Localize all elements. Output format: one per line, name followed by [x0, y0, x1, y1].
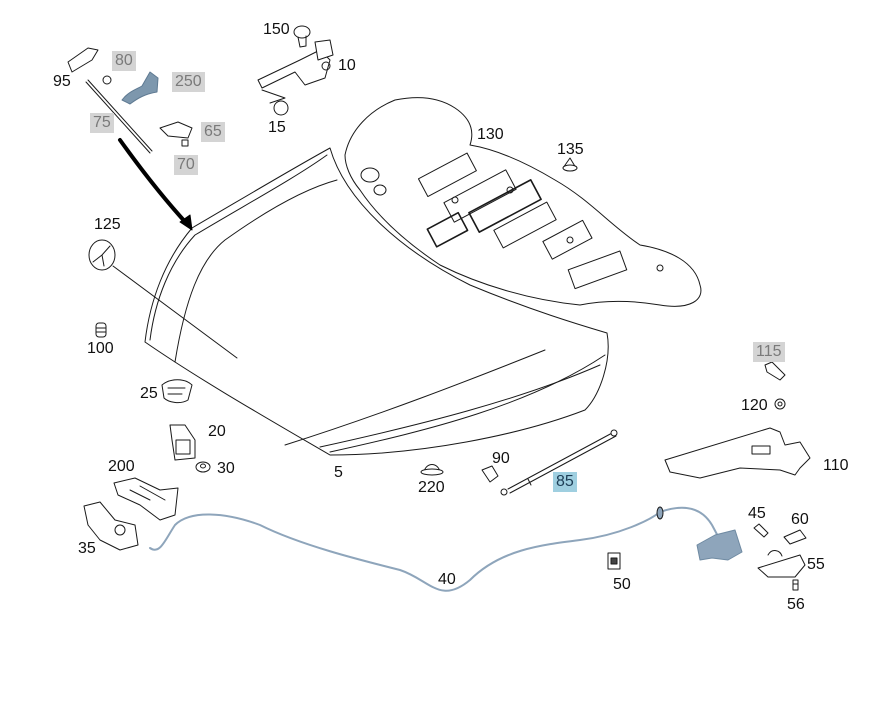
release-cable-part[interactable] — [149, 506, 743, 592]
buffer-100-part[interactable] — [95, 322, 107, 338]
hood-hinge-part[interactable] — [257, 25, 334, 116]
callout-56[interactable]: 56 — [787, 596, 805, 613]
insulation-mat-part[interactable] — [344, 97, 702, 307]
callout-115[interactable]: 115 — [753, 342, 785, 362]
bolt-115-part[interactable] — [764, 361, 786, 381]
clip-60-part[interactable] — [783, 529, 807, 545]
clip-50-part[interactable] — [607, 552, 621, 570]
callout-70[interactable]: 70 — [174, 155, 198, 175]
callout-110[interactable]: 110 — [823, 457, 849, 474]
screw-45-part[interactable] — [753, 523, 769, 538]
callout-95[interactable]: 95 — [53, 73, 71, 90]
screw-56-part[interactable] — [792, 579, 799, 591]
callout-200[interactable]: 200 — [108, 458, 135, 475]
star-emblem-part[interactable] — [88, 239, 116, 271]
callout-75[interactable]: 75 — [90, 113, 114, 133]
rubber-buffer-part[interactable] — [420, 464, 444, 476]
callout-125[interactable]: 125 — [94, 216, 121, 233]
callout-250[interactable]: 250 — [172, 72, 205, 92]
callout-5[interactable]: 5 — [334, 464, 343, 481]
engine-hood-part[interactable] — [112, 147, 609, 456]
callout-60[interactable]: 60 — [791, 511, 809, 528]
callout-35[interactable]: 35 — [78, 540, 96, 557]
callout-100[interactable]: 100 — [87, 340, 114, 357]
callout-150[interactable]: 150 — [263, 21, 290, 38]
nut-120-part[interactable] — [774, 398, 786, 410]
callout-40[interactable]: 40 — [438, 571, 456, 588]
lock-cover-part[interactable] — [161, 379, 193, 404]
nut-30-part[interactable] — [195, 461, 211, 473]
hood-lock-part[interactable] — [83, 501, 139, 551]
callout-55[interactable]: 55 — [807, 556, 825, 573]
callout-135[interactable]: 135 — [557, 141, 584, 158]
callout-80[interactable]: 80 — [112, 51, 136, 71]
clip-135-part[interactable] — [562, 157, 578, 172]
callout-130[interactable]: 130 — [477, 126, 504, 143]
callout-65[interactable]: 65 — [201, 122, 225, 142]
callout-45[interactable]: 45 — [748, 505, 766, 522]
ball-stud-part[interactable] — [481, 465, 499, 483]
lock-actuator-part[interactable] — [113, 477, 179, 521]
callout-90[interactable]: 90 — [492, 450, 510, 467]
callout-25[interactable]: 25 — [140, 385, 158, 402]
release-handle-assembly[interactable] — [67, 47, 193, 154]
callout-20[interactable]: 20 — [208, 423, 226, 440]
callout-50[interactable]: 50 — [613, 576, 631, 593]
callout-85[interactable]: 85 — [553, 472, 577, 492]
assembly-arrow-icon — [118, 138, 193, 231]
bracket-20-part[interactable] — [169, 424, 196, 461]
bracket-110-part[interactable] — [664, 427, 811, 479]
callout-30[interactable]: 30 — [217, 460, 235, 477]
callout-120[interactable]: 120 — [741, 397, 768, 414]
gas-strut-part[interactable] — [500, 429, 618, 496]
callout-220[interactable]: 220 — [418, 479, 445, 496]
release-handle-55-part[interactable] — [757, 550, 806, 578]
callout-10[interactable]: 10 — [338, 57, 356, 74]
callout-15[interactable]: 15 — [268, 119, 286, 136]
